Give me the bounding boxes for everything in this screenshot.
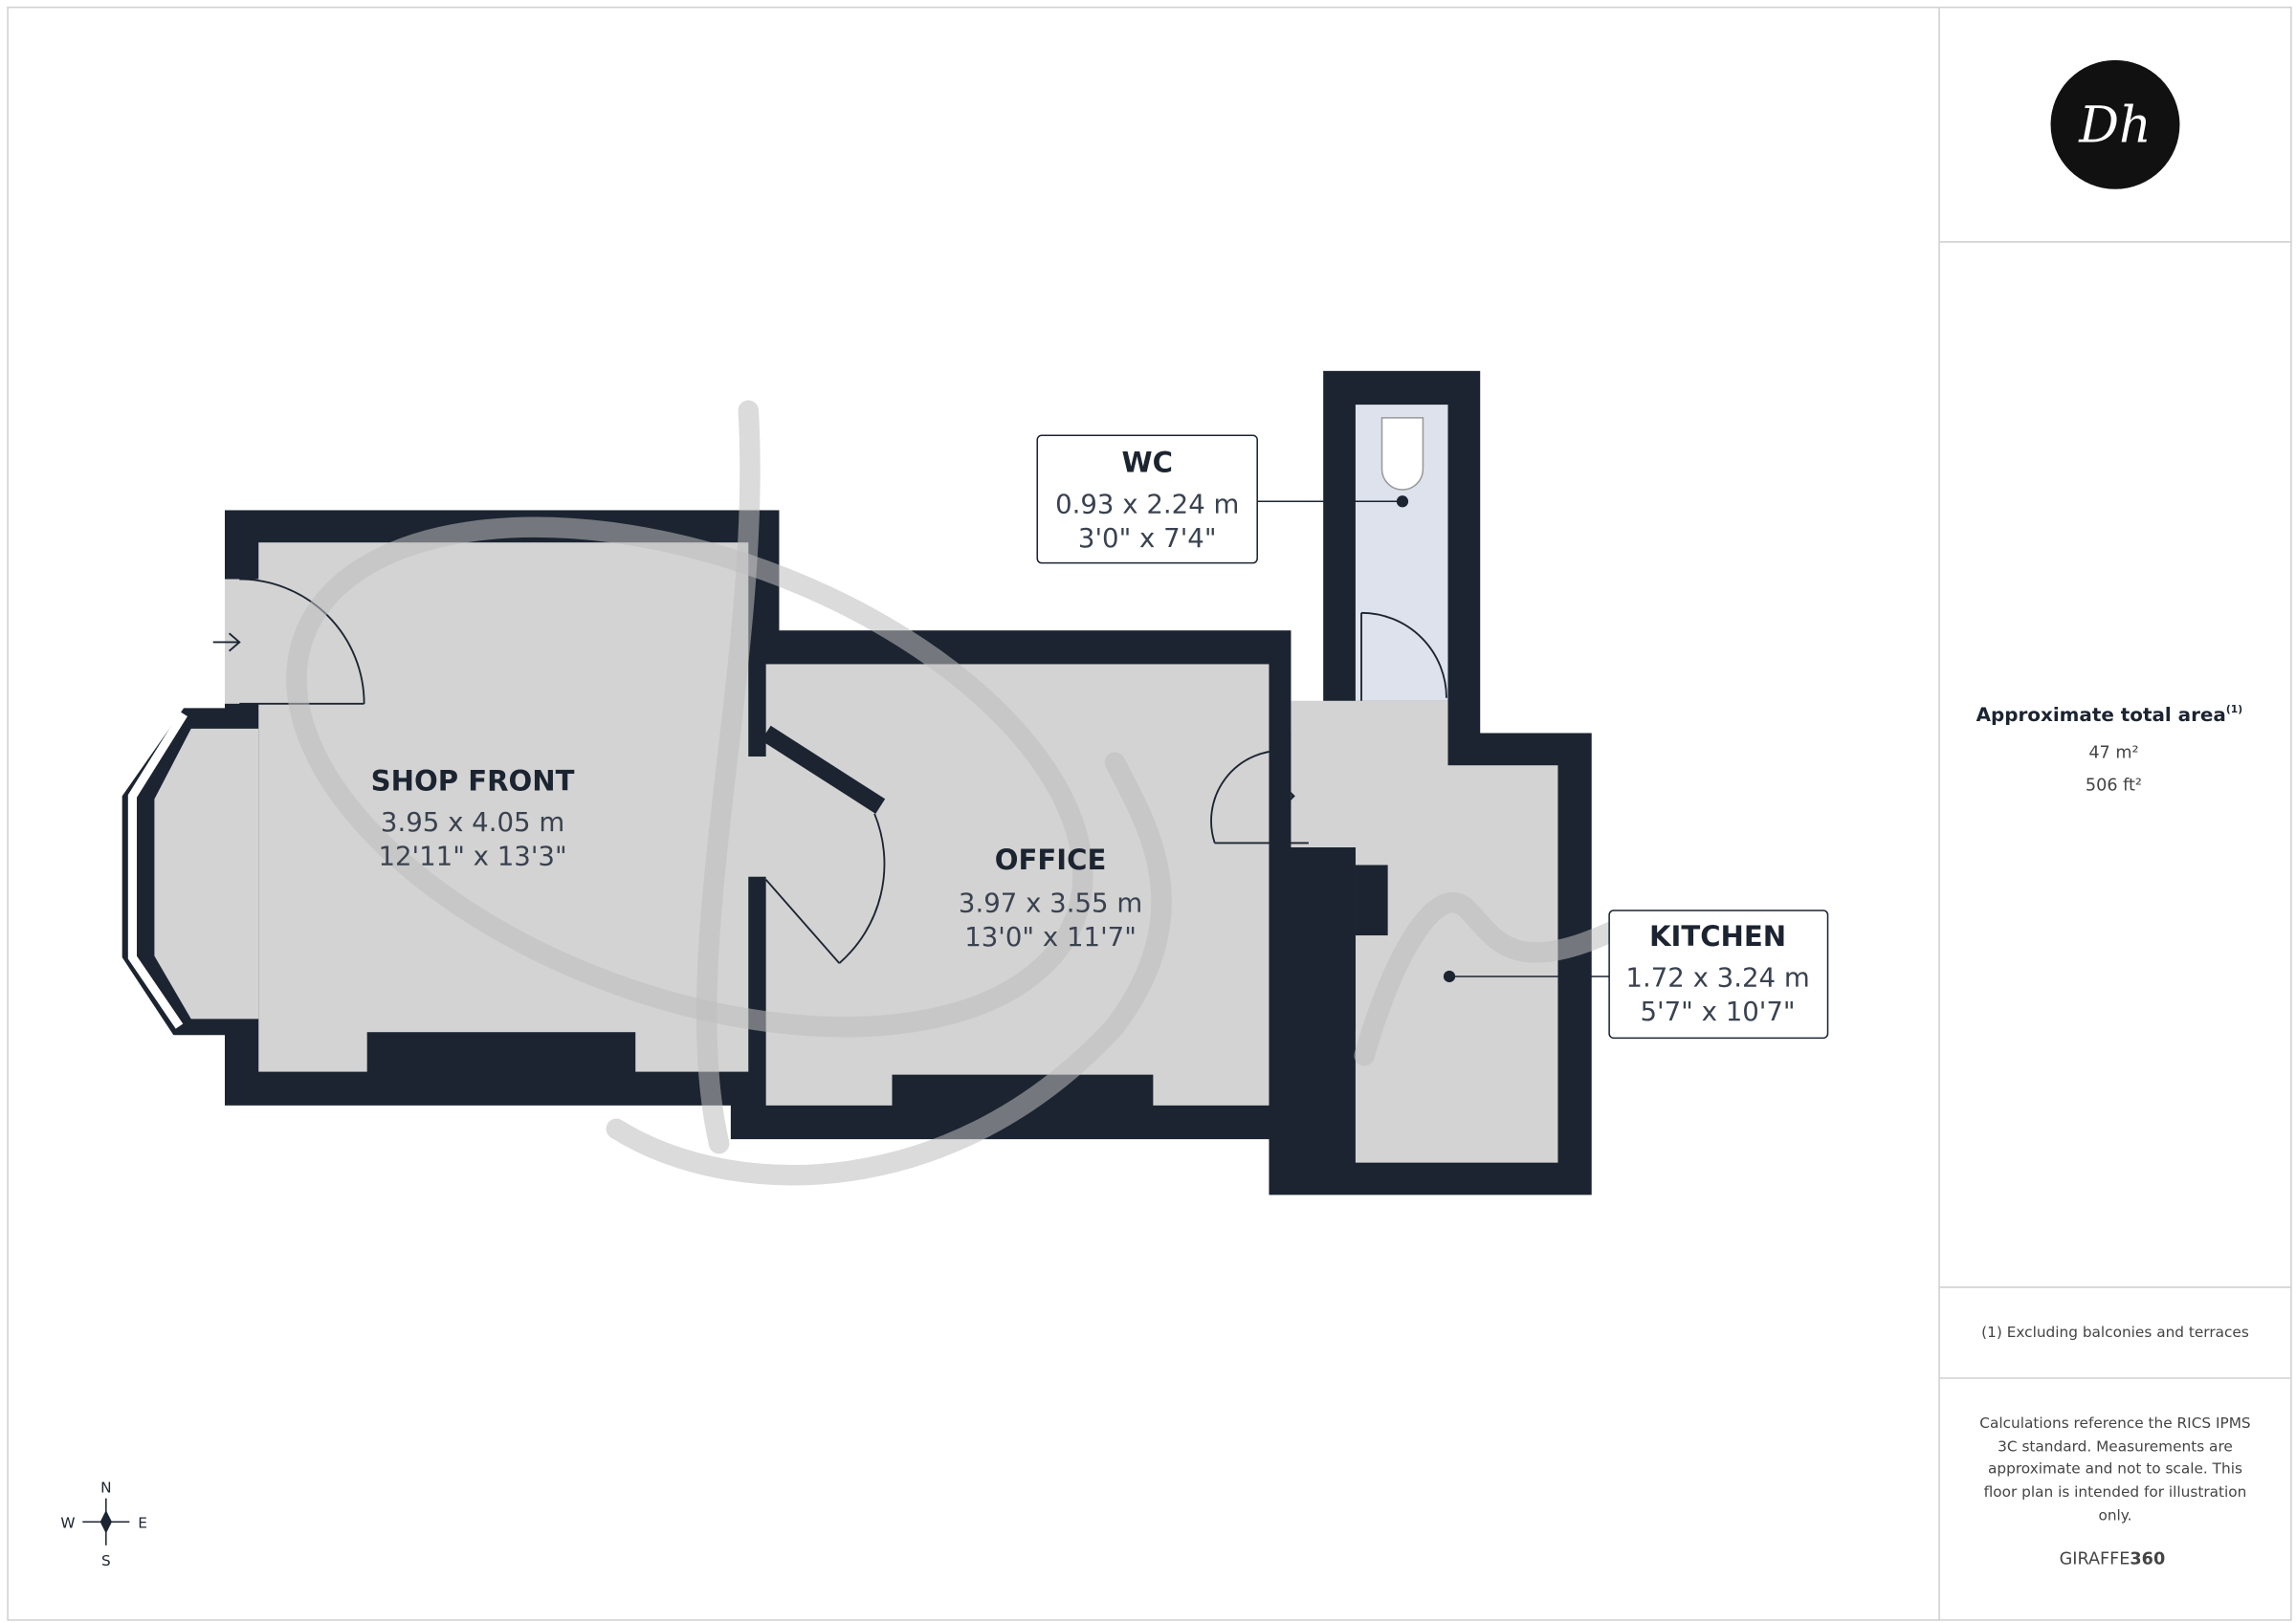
svg-text:1.72 x 3.24 m: 1.72 x 3.24 m	[1625, 962, 1809, 994]
area-summary: Approximate total area(1) 47 m² 506 ft²	[1976, 703, 2243, 795]
svg-text:3'0" x 7'4": 3'0" x 7'4"	[1078, 522, 1217, 554]
svg-text:KITCHEN: KITCHEN	[1649, 920, 1786, 953]
svg-text:E: E	[138, 1514, 147, 1531]
svg-text:12'11" x 13'3": 12'11" x 13'3"	[378, 840, 566, 871]
svg-text:S: S	[101, 1552, 111, 1569]
svg-text:5'7" x 10'7": 5'7" x 10'7"	[1640, 996, 1795, 1027]
doors	[212, 578, 1447, 964]
room-label-office: OFFICE 3.97 x 3.55 m 13'0" x 11'7"	[959, 844, 1142, 953]
room-label-shop-front: SHOP FRONT 3.95 x 4.05 m 12'11" x 13'3"	[371, 764, 575, 871]
room-label-wc: WC 0.93 x 2.24 m 3'0" x 7'4"	[1036, 434, 1409, 564]
svg-text:0.93 x 2.24 m: 0.93 x 2.24 m	[1055, 489, 1239, 520]
svg-text:Calculations reference the RIC: Calculations reference the RICS IPMS	[1979, 1415, 2250, 1432]
svg-text:floor plan is intended for ill: floor plan is intended for illustration	[1984, 1483, 2247, 1501]
svg-text:13'0" x 11'7": 13'0" x 11'7"	[964, 921, 1137, 953]
svg-text:47 m²: 47 m²	[2088, 744, 2138, 763]
svg-text:W: W	[60, 1514, 75, 1531]
bay-window	[154, 728, 259, 1020]
brand-giraffe360: GIRAFFE360	[2060, 1550, 2166, 1569]
svg-text:Approximate total area(1): Approximate total area(1)	[1976, 703, 2243, 726]
svg-text:OFFICE: OFFICE	[995, 844, 1107, 876]
disclaimer: Calculations reference the RICS IPMS 3C …	[1979, 1415, 2250, 1524]
svg-text:N: N	[100, 1480, 111, 1497]
svg-text:506 ft²: 506 ft²	[2086, 776, 2142, 795]
svg-text:only.: only.	[2098, 1507, 2131, 1524]
footnote: (1) Excluding balconies and terraces	[1981, 1324, 2249, 1341]
svg-text:approximate and not to scale.: approximate and not to scale. This	[1988, 1460, 2242, 1478]
svg-text:3.95 x 4.05 m: 3.95 x 4.05 m	[381, 806, 564, 838]
logo: Dh	[2050, 59, 2180, 189]
svg-text:3C standard. Measurements are: 3C standard. Measurements are	[1998, 1438, 2233, 1456]
room-label-kitchen: KITCHEN 1.72 x 3.24 m 5'7" x 10'7"	[1443, 910, 1829, 1040]
svg-text:SHOP FRONT: SHOP FRONT	[371, 764, 575, 797]
watermark-logo	[286, 400, 1639, 1186]
svg-text:3.97 x 3.55 m: 3.97 x 3.55 m	[959, 888, 1142, 919]
svg-text:WC: WC	[1121, 447, 1172, 479]
toilet-icon	[1380, 417, 1424, 491]
logo-text: Dh	[2078, 98, 2151, 155]
